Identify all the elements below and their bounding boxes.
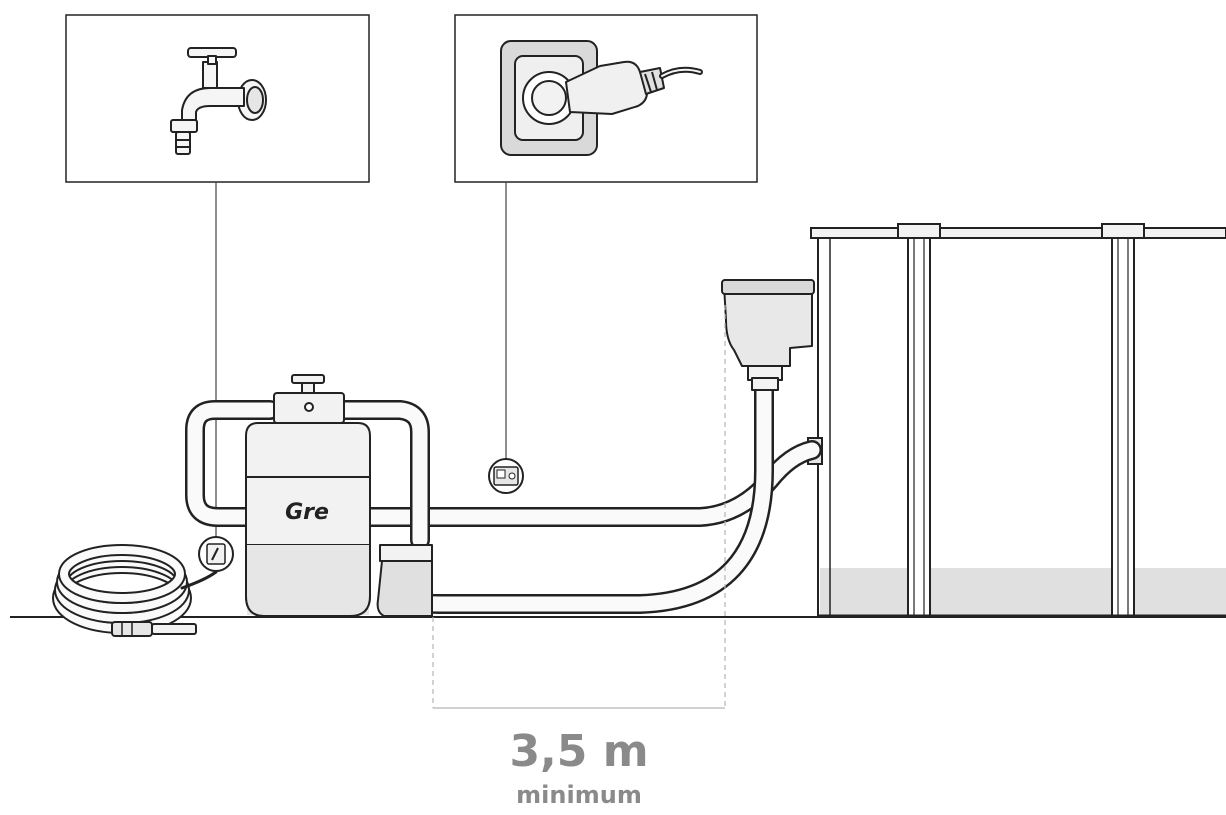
distance-value: 3,5 m — [509, 726, 648, 777]
base-plate — [376, 544, 433, 617]
water-tap-callout — [65, 14, 370, 540]
garden-hose — [52, 544, 218, 637]
water-connection-badge — [198, 536, 234, 572]
distance-dimension — [432, 305, 726, 709]
power-socket-callout — [454, 14, 758, 460]
pump-brand-label: Gre — [285, 500, 329, 525]
distance-qualifier: minimum — [516, 781, 642, 809]
power-connection-badge — [488, 458, 524, 494]
power-socket-icon — [500, 40, 703, 156]
sand-filter-pump: Gre — [245, 374, 371, 617]
pool-skimmer — [721, 279, 815, 391]
water-tap-icon — [170, 47, 267, 155]
above-ground-pool — [807, 223, 1226, 618]
